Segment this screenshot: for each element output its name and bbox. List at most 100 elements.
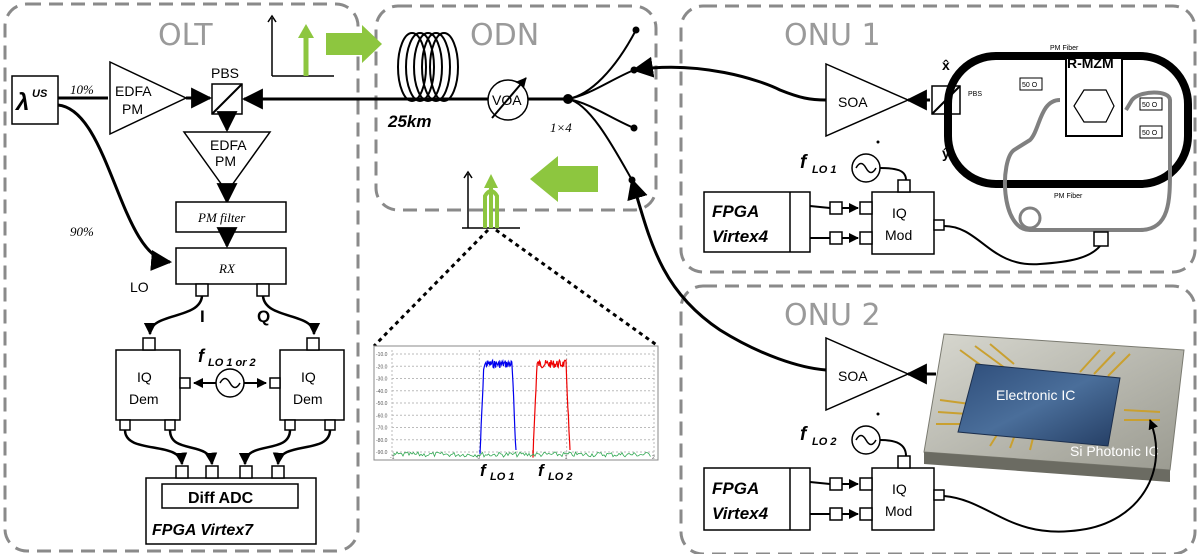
svg-text:EDFA: EDFA	[210, 137, 247, 153]
spectrum-indicator	[462, 170, 520, 229]
laser-to-rx-lo-line	[57, 103, 173, 271]
onu1-local-oscillator: f LO 1	[800, 140, 907, 183]
spectrum-y-tick: -50.0	[376, 401, 388, 407]
spectrum-y-tick: -30.0	[376, 377, 388, 383]
spectrum-y-tick: -90.0	[376, 450, 388, 456]
svg-text:IQ: IQ	[892, 205, 907, 221]
electronic-ic-label: Electronic IC	[996, 387, 1075, 403]
edfa-mid: EDFA PM	[182, 131, 272, 194]
onu1-rf-loop-circle	[1018, 206, 1042, 230]
upstream-green-arrow	[530, 156, 598, 202]
onu1-region	[679, 4, 1197, 274]
onu1-iq-mod: IQ Mod	[809, 179, 945, 255]
dem-to-adc-line-1	[123, 429, 188, 466]
svg-text:1×4: 1×4	[550, 120, 572, 135]
svg-text:PM: PM	[122, 101, 143, 117]
svg-text:50 O: 50 O	[1022, 82, 1038, 89]
spectrum-left-band	[479, 358, 517, 454]
spectrum-x-tick: -1	[390, 455, 395, 461]
onu2-fpga: FPGA Virtex4	[703, 467, 811, 531]
svg-text:FPGA Virtex7: FPGA Virtex7	[152, 522, 254, 539]
lo-label: LO	[130, 279, 149, 295]
onu2-title: ONU 2	[784, 298, 881, 333]
split-10-label: 10%	[70, 82, 94, 97]
fpga-virtex7: Diff ADC FPGA Virtex7	[145, 465, 317, 545]
svg-text:Diff ADC: Diff ADC	[188, 490, 254, 507]
olt-region	[3, 2, 360, 553]
splitter-1x4: 1×4	[550, 26, 640, 184]
spectrum-y-tick: -70.0	[376, 426, 388, 432]
spectrum-right-band	[532, 358, 571, 458]
svg-text:PBS: PBS	[211, 65, 239, 81]
onu2-region	[679, 284, 1197, 554]
olt-title: OLT	[158, 18, 213, 53]
port-i-label: I	[200, 307, 205, 326]
spectrum-x-tick: 1	[565, 455, 568, 461]
dem-to-adc-line-4	[272, 429, 332, 466]
svg-text:LO 1: LO 1	[812, 164, 836, 176]
edfa-top: EDFA PM	[109, 60, 188, 136]
svg-text:PM filter: PM filter	[197, 210, 246, 225]
rmzm-label: R-MZM	[1067, 55, 1114, 71]
flo1-sub: LO 1	[490, 471, 514, 483]
rx-block: RX	[175, 247, 287, 297]
svg-text:SOA: SOA	[838, 368, 868, 384]
onu1-terminations: 50 O 50 O 50 O	[1019, 77, 1163, 139]
svg-text:LO 1 or 2: LO 1 or 2	[208, 357, 256, 369]
spectrum-y-tick: -10.0	[376, 352, 388, 358]
svg-text:FPGA: FPGA	[712, 479, 759, 498]
svg-text:50 O: 50 O	[1142, 130, 1158, 137]
rmzm-pm-fiber-loop	[944, 52, 1192, 188]
svg-text:Mod: Mod	[885, 503, 912, 519]
onu2-soa: SOA	[825, 336, 910, 412]
downstream-green-arrow	[326, 25, 382, 63]
onu1-mod-to-photodiode-line	[943, 225, 1101, 266]
svg-text:f: f	[800, 152, 808, 173]
svg-text:PM: PM	[215, 153, 236, 169]
onu1-rf-gray-loop	[1003, 90, 1172, 233]
svg-text:Virtex4: Virtex4	[712, 504, 769, 523]
onu1-title: ONU 1	[784, 18, 881, 53]
spectrum-floor	[393, 451, 651, 458]
olt-local-oscillator: f LO 1 or 2	[193, 346, 267, 398]
svg-text:50 O: 50 O	[1142, 102, 1158, 109]
rx-i-to-dem-line	[143, 295, 204, 336]
svg-text:Dem: Dem	[293, 391, 323, 407]
svg-text:IQ: IQ	[301, 369, 316, 385]
rmzm-chip	[1065, 57, 1123, 137]
svg-text:PBS: PBS	[968, 91, 982, 98]
spectrum-x-tick: 0	[477, 455, 480, 461]
fiber-spool	[397, 32, 459, 102]
svg-text:EDFA: EDFA	[115, 83, 152, 99]
svg-text:λ: λ	[14, 89, 29, 116]
spectrum-y-tick: -40.0	[376, 389, 388, 395]
splitter-to-onu2-line	[627, 177, 827, 372]
port-q-label: Q	[257, 307, 270, 326]
svg-text:SOA: SOA	[838, 94, 868, 110]
dem-to-adc-line-3	[238, 429, 292, 466]
onu1-fpga: FPGA Virtex4	[703, 191, 811, 253]
voa: VOA	[487, 77, 529, 121]
spectrum-y-tick: -60.0	[376, 413, 388, 419]
si-photonic-ic-label: Si Photonic IC	[1070, 443, 1159, 459]
svg-text:Dem: Dem	[129, 391, 159, 407]
mzm-arms	[1073, 89, 1115, 123]
onu1-soa: SOA	[825, 62, 910, 138]
pm-fiber-bottom-label: PM Fiber	[1054, 193, 1083, 200]
flo1-label: f	[480, 461, 488, 480]
split-90-label: 90%	[70, 224, 94, 239]
polarization-indicator-top	[267, 14, 334, 77]
spectrum-y-tick: -80.0	[376, 438, 388, 444]
svg-text:ŷ: ŷ	[942, 145, 950, 161]
zoom-line-left	[372, 228, 490, 348]
fiber-length-label: 25km	[387, 112, 431, 131]
onu1-photodiode	[1093, 231, 1109, 247]
svg-text:Mod: Mod	[885, 227, 912, 243]
spectrum-plot: -10.0-20.0-30.0-40.0-50.0-60.0-70.0-80.0…	[373, 345, 659, 461]
onu2-mod-to-chip-line	[943, 419, 1158, 533]
svg-text:x̂: x̂	[942, 57, 950, 73]
dem-to-adc-line-2	[168, 429, 218, 466]
flo2-label: f	[538, 461, 546, 480]
flo2-sub: LO 2	[548, 471, 572, 483]
